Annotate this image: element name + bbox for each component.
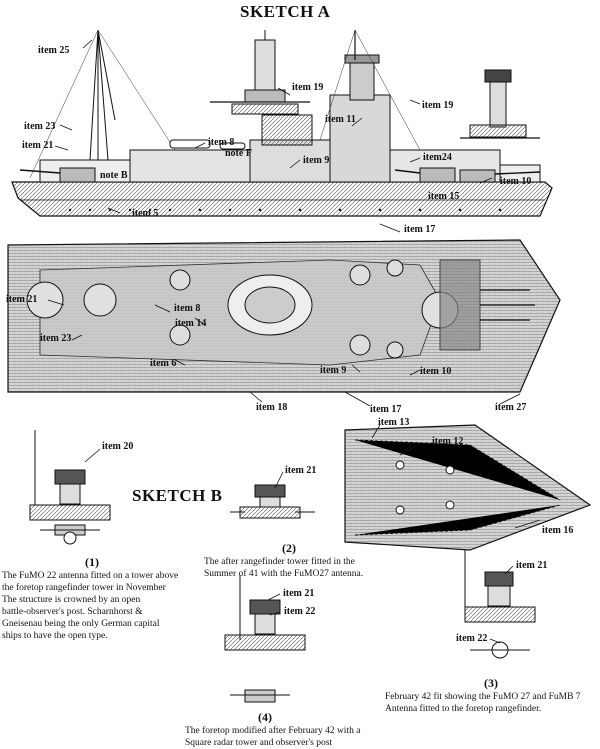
- label-item-5: item 5: [132, 208, 159, 219]
- caption-1-line-6: ships to have the open type.: [2, 631, 108, 641]
- label-item-8-side: item 8: [208, 137, 235, 148]
- label-item-21-plan: item 21: [6, 294, 38, 305]
- label-item-10-side: item 10: [500, 176, 532, 187]
- caption-2-line-2: Summer of 41 with the FuMO27 antenna.: [204, 569, 364, 579]
- label-item-25: item 25: [38, 45, 70, 56]
- sketch-b-title: SKETCH B: [132, 486, 223, 505]
- caption-3-number: (3): [484, 676, 498, 690]
- label-item-8-plan: item 8: [174, 303, 201, 314]
- caption-2: (2) The after rangefinder tower fitted i…: [204, 541, 404, 580]
- caption-1-line-5: Gneisenau being the only German capital: [2, 619, 160, 629]
- label-item-12: item 12: [432, 436, 464, 447]
- label-item-27: item 27: [495, 402, 527, 413]
- label-item-23-side: item 23: [24, 121, 56, 132]
- label-item-6: item 6: [150, 358, 177, 369]
- caption-4-number: (4): [258, 710, 272, 724]
- label-note-b: note B: [100, 170, 128, 181]
- label-item-19-aft: item 19: [422, 100, 454, 111]
- drawing-3: [464, 548, 536, 659]
- label-item-21-side: item 21: [22, 140, 54, 151]
- detail-view-aft-tower: [460, 69, 540, 139]
- caption-3-line-1: February 42 fit showing the FuMO 27 and …: [385, 692, 581, 702]
- label-item-21-drawing-2: item 21: [285, 465, 317, 476]
- caption-1-line-1: The FuMO 22 antenna fitted on a tower ab…: [2, 571, 179, 581]
- label-item-16: item 16: [542, 525, 574, 536]
- label-item-23-plan: item 23: [40, 333, 72, 344]
- label-item-22-drawing-3: item 22: [456, 633, 488, 644]
- label-item-21-drawing-3: item 21: [516, 560, 548, 571]
- caption-1: (1) The FuMO 22 antenna fitted on a towe…: [2, 555, 232, 642]
- sketch-a-title: SKETCH A: [240, 2, 331, 21]
- caption-1-line-3: The structure is crowned by an open: [2, 595, 141, 605]
- caption-3: (3) February 42 fit showing the FuMO 27 …: [385, 676, 597, 715]
- label-item-11: item 11: [325, 114, 356, 125]
- caption-1-line-2: the foretop rangefinder tower in Novembe…: [2, 583, 166, 593]
- label-item-17-side: item 17: [404, 224, 436, 235]
- caption-4: (4) The foretop modified after February …: [185, 710, 415, 749]
- caption-1-number: (1): [85, 555, 99, 569]
- label-item-19-forward: item 19: [292, 82, 324, 93]
- caption-3-line-2: Antenna fitted to the foretop rangefinde…: [385, 704, 542, 714]
- label-item-18: item 18: [256, 402, 288, 413]
- label-item-20: item 20: [102, 441, 134, 452]
- label-item-13: item 13: [378, 417, 410, 428]
- label-note-f: note F: [225, 148, 252, 159]
- caption-2-line-1: The after rangefinder tower fitted in th…: [204, 557, 355, 567]
- label-item-24: item24: [423, 152, 452, 163]
- label-item-14: item 14: [175, 318, 207, 329]
- caption-2-number: (2): [282, 541, 296, 555]
- label-item-10-plan: item 10: [420, 366, 452, 377]
- label-item-9-side: item 9: [303, 155, 330, 166]
- label-item-15: item 15: [428, 191, 460, 202]
- caption-4-line-1: The foretop modified after February 42 w…: [185, 726, 361, 736]
- label-item-9-plan: item 9: [320, 365, 347, 376]
- caption-1-line-4: battle-observer's post. Scharnhorst &: [2, 607, 143, 617]
- drawing-2: [230, 484, 315, 519]
- drawing-1: [29, 430, 111, 545]
- leader-lines: [47, 39, 541, 644]
- side-profile: [11, 29, 553, 217]
- detail-view-forward-tower: [210, 30, 310, 115]
- plan-view: [7, 239, 561, 393]
- drawing-4: [224, 575, 306, 703]
- caption-4-line-2: Square radar tower and observer's post: [185, 738, 333, 748]
- label-item-21-drawing-4: item 21: [283, 588, 315, 599]
- label-item-22-drawing-4: item 22: [284, 606, 316, 617]
- label-item-17-plan: item 17: [370, 404, 402, 415]
- bow-plan-view: [344, 424, 592, 551]
